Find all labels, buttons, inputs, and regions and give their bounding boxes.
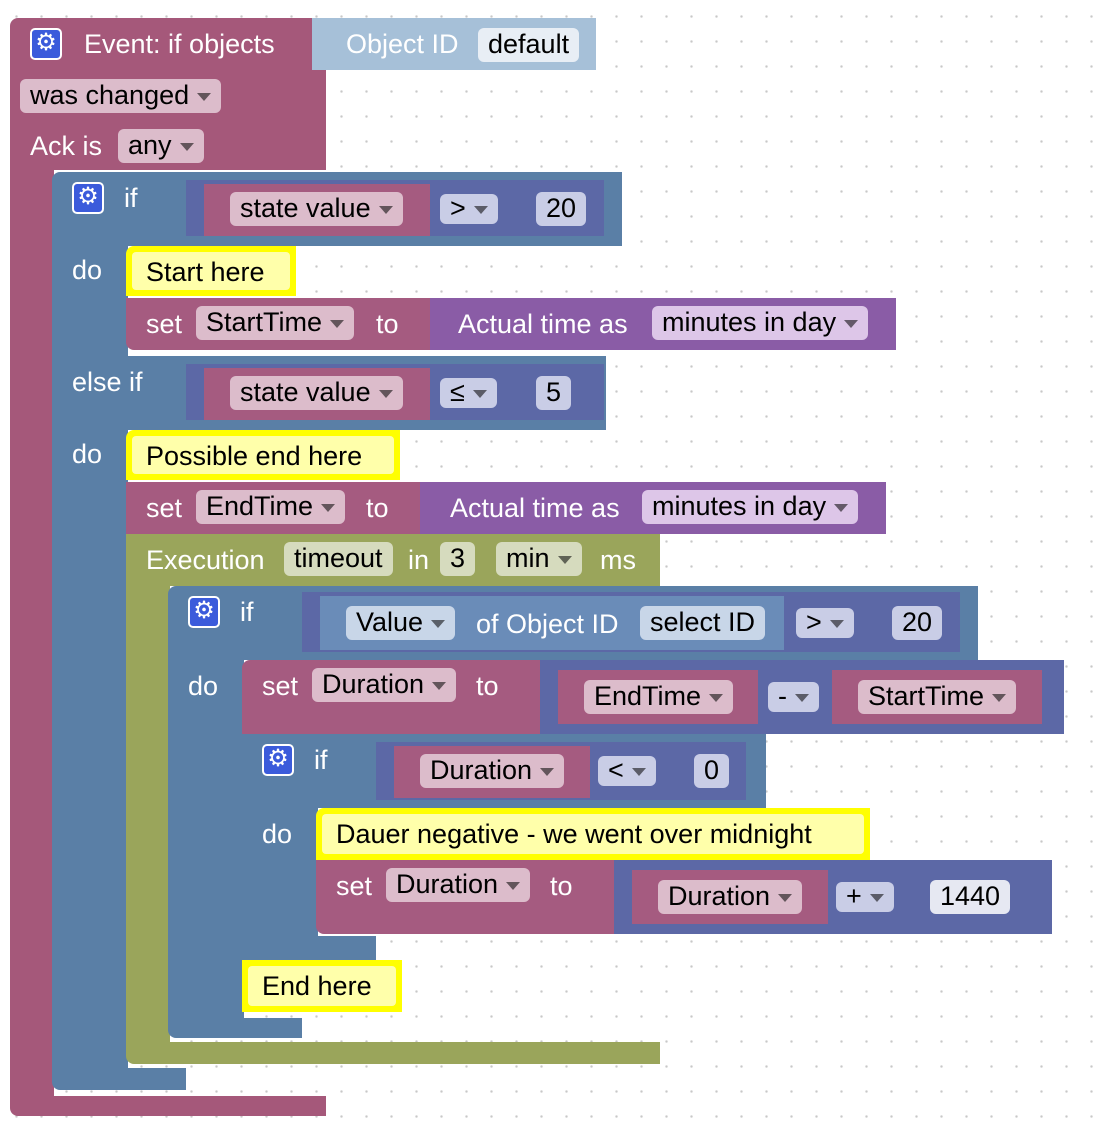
timeout-value-field[interactable]: 3 <box>440 542 476 576</box>
number-field[interactable]: 1440 <box>930 880 1011 914</box>
of-object-id-label: of Object ID <box>476 609 619 639</box>
timeout-footer <box>126 1042 660 1064</box>
if2-footer <box>168 1018 302 1038</box>
if1-spine-b <box>52 428 128 1072</box>
comment-text: Dauer negative - we went over midnight <box>336 819 812 849</box>
if1-footer <box>52 1068 186 1090</box>
var-dropdown[interactable]: Duration <box>658 880 803 914</box>
event-footer <box>10 1096 326 1116</box>
time-label: Actual time as <box>458 309 628 339</box>
compare-op-dropdown[interactable]: > <box>796 608 854 638</box>
var-dropdown[interactable]: Duration <box>312 668 457 702</box>
compare-op-dropdown[interactable]: < <box>598 756 656 786</box>
var-dropdown[interactable]: Duration <box>420 754 565 788</box>
timeout-unit-dropdown[interactable]: min <box>496 542 582 576</box>
var-dropdown[interactable]: Duration <box>386 868 531 902</box>
if3-footer <box>242 936 376 960</box>
time-format-dropdown[interactable]: minutes in day <box>652 306 869 340</box>
gear-icon[interactable]: ⚙ <box>30 28 62 60</box>
comment-text: End here <box>262 971 372 1001</box>
state-value-dropdown[interactable]: state value <box>230 376 403 410</box>
set-label: set <box>262 671 299 701</box>
to-label: to <box>550 871 573 901</box>
compare-op-dropdown[interactable]: > <box>440 194 498 224</box>
select-id-field[interactable]: select ID <box>640 606 766 640</box>
if2-do-label: do <box>188 671 219 701</box>
comment-block[interactable] <box>126 430 400 480</box>
math-op-dropdown[interactable]: + <box>836 882 894 912</box>
timeout-label: Execution <box>146 545 265 575</box>
timeout-name-field[interactable]: timeout <box>284 542 393 576</box>
if2-if-label: if <box>240 597 254 627</box>
if1-do-label: do <box>72 255 103 285</box>
comment-text: Possible end here <box>146 441 363 471</box>
to-label: to <box>376 309 399 339</box>
state-value-dropdown[interactable]: state value <box>230 192 403 226</box>
math-op-dropdown[interactable]: - <box>768 682 819 712</box>
if3-if-label: if <box>314 745 328 775</box>
number-field[interactable]: 20 <box>536 192 587 226</box>
if1-do2-label: do <box>72 439 103 469</box>
if2-spine <box>168 658 244 1022</box>
event-label: Event: if objects <box>84 29 275 59</box>
number-field[interactable]: 5 <box>536 376 572 410</box>
set-label: set <box>146 309 183 339</box>
time-label: Actual time as <box>450 493 620 523</box>
to-label: to <box>366 493 389 523</box>
var-dropdown[interactable]: StartTime <box>196 306 355 340</box>
number-field[interactable]: 0 <box>694 754 730 788</box>
ack-label: Ack is <box>30 131 103 161</box>
time-format-dropdown[interactable]: minutes in day <box>642 490 859 524</box>
if3-spine <box>242 806 318 940</box>
comment-text: Start here <box>146 257 265 287</box>
number-field[interactable]: 20 <box>892 606 943 640</box>
object-id-label: Object ID <box>346 29 459 59</box>
elseif-label: else if <box>72 367 143 397</box>
object-id-value[interactable]: default <box>478 28 580 62</box>
value-dropdown[interactable]: Value <box>346 606 456 640</box>
comment-block[interactable] <box>126 246 296 296</box>
gear-icon[interactable]: ⚙ <box>72 182 104 214</box>
in-label: in <box>408 545 430 575</box>
to-label: to <box>476 671 499 701</box>
var-dropdown[interactable]: EndTime <box>584 680 734 714</box>
compare-op-dropdown[interactable]: ≤ <box>440 378 497 408</box>
event-spine <box>10 168 54 1098</box>
gear-icon[interactable]: ⚙ <box>188 596 220 628</box>
if1-if-label: if <box>124 183 138 213</box>
comment-block[interactable] <box>316 808 870 860</box>
comment-block[interactable] <box>242 960 402 1012</box>
set-label: set <box>336 871 373 901</box>
timeout-spine <box>126 584 170 1044</box>
if1-spine-a <box>52 244 128 358</box>
ack-dropdown[interactable]: any <box>118 129 204 163</box>
set-label: set <box>146 493 183 523</box>
var-dropdown[interactable]: StartTime <box>858 680 1017 714</box>
var-dropdown[interactable]: EndTime <box>196 490 346 524</box>
gear-icon[interactable]: ⚙ <box>262 744 294 776</box>
if3-do-label: do <box>262 819 293 849</box>
trigger-dropdown[interactable]: was changed <box>20 79 222 113</box>
ms-label: ms <box>600 545 636 575</box>
